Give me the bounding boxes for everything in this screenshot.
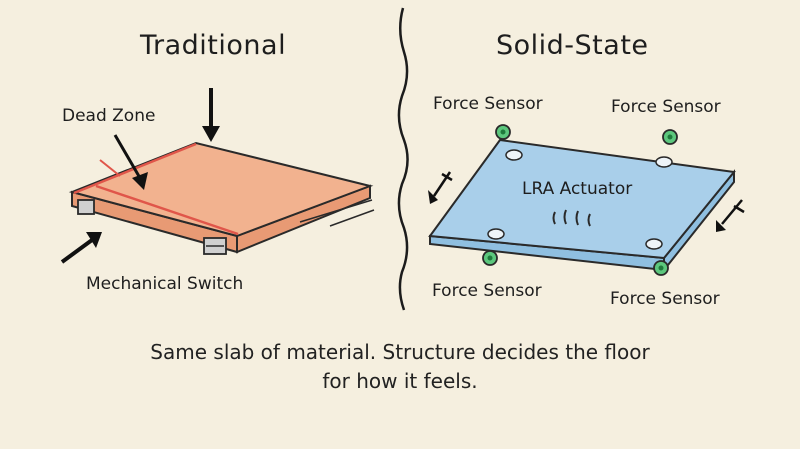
lra-waves: [552, 209, 591, 227]
label-force-sensor-bottom-right: Force Sensor: [610, 289, 720, 309]
label-dead-zone: Dead Zone: [62, 106, 156, 126]
slab-top: [428, 138, 736, 260]
slab-top: [68, 141, 374, 238]
caption-line-1: Same slab of material. Structure decides…: [150, 340, 650, 364]
traditional-slab: [68, 141, 375, 255]
solid-state-slab: [428, 124, 736, 276]
label-force-sensor-top-right: Force Sensor: [611, 97, 721, 117]
force-sensors: [482, 124, 678, 276]
label-force-sensor-top-left: Force Sensor: [433, 94, 543, 114]
label-mechanical-switch: Mechanical Switch: [86, 274, 244, 294]
caption-line-2: for how it feels.: [322, 369, 478, 393]
title-solid-state: Solid-State: [496, 30, 649, 61]
switch-left: [77, 199, 95, 215]
arrow-dead-zone: [113, 134, 148, 190]
arrow-down: [202, 88, 220, 142]
motion-arrows: [428, 171, 745, 232]
wavy-divider: [397, 7, 409, 311]
label-lra-actuator: LRA Actuator: [522, 179, 633, 199]
sensor-mounts: [487, 149, 673, 250]
title-traditional: Traditional: [140, 30, 287, 61]
label-force-sensor-bottom-left: Force Sensor: [432, 281, 542, 301]
arrow-switch: [60, 232, 102, 264]
